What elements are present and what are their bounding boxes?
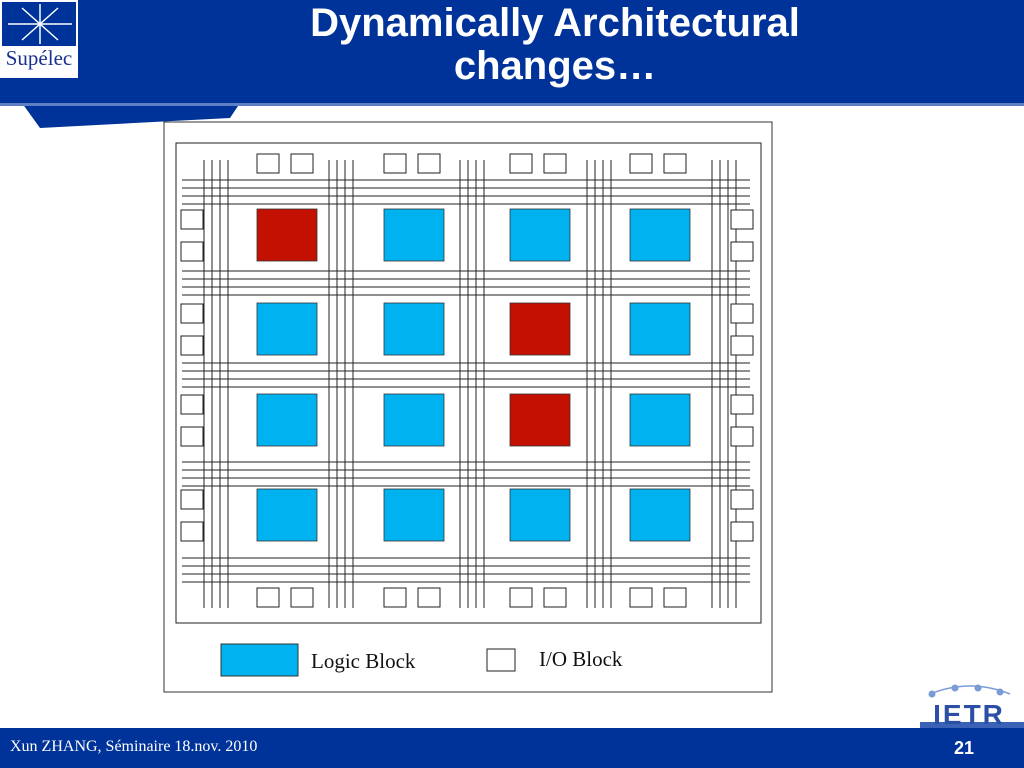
star-icon (8, 4, 72, 44)
io-block-left (180, 335, 204, 356)
logic-block (383, 302, 445, 356)
logic-block (383, 393, 445, 447)
io-block-left (180, 521, 204, 542)
io-block-left (180, 241, 204, 262)
io-block-top (256, 153, 280, 174)
supelec-logo-text: Supélec (5, 46, 73, 70)
io-block-top (383, 153, 407, 174)
routing-channels (182, 160, 750, 608)
header-band (0, 0, 1024, 128)
io-block-bottom (663, 587, 687, 608)
io-block-bottom (256, 587, 280, 608)
logic-block (383, 208, 445, 262)
io-block-bottom (629, 587, 653, 608)
ietr-logo-text: IETR (933, 699, 1005, 730)
io-block-bottom (290, 587, 314, 608)
legend-logic-swatch (220, 643, 299, 677)
io-block-left (180, 209, 204, 230)
legend-io-label: I/O Block (539, 647, 623, 671)
io-block-left (180, 426, 204, 447)
io-block-right (730, 394, 754, 415)
ietr-dots-icon (928, 684, 1011, 698)
header-shadow (0, 103, 1024, 106)
footer-author-date: Xun ZHANG, Séminaire 18.nov. 2010 (10, 738, 258, 755)
logic-block (629, 393, 691, 447)
logic-block (509, 488, 571, 542)
io-block-top (543, 153, 567, 174)
io-block-left (180, 394, 204, 415)
io-block-bottom (509, 587, 533, 608)
logic-block (629, 488, 691, 542)
io-block-right (730, 209, 754, 230)
page-number: 21 (953, 738, 975, 758)
io-block-top (629, 153, 653, 174)
logic-block (629, 302, 691, 356)
footer-accent (920, 722, 1024, 728)
io-blocks (180, 153, 754, 608)
logic-block (629, 208, 691, 262)
changed-logic-block (256, 208, 318, 262)
logic-block (256, 302, 318, 356)
io-block-right (730, 241, 754, 262)
changed-logic-block (509, 302, 571, 356)
io-block-bottom (417, 587, 441, 608)
io-block-bottom (543, 587, 567, 608)
io-block-right (730, 521, 754, 542)
io-block-left (180, 489, 204, 510)
legend-logic-label: Logic Block (311, 649, 416, 673)
io-block-top (417, 153, 441, 174)
fpga-fabric-border (175, 142, 762, 624)
io-block-bottom (383, 587, 407, 608)
logic-block (509, 208, 571, 262)
logic-block (383, 488, 445, 542)
io-block-right (730, 303, 754, 324)
logic-blocks (256, 208, 691, 542)
io-block-right (730, 335, 754, 356)
io-block-right (730, 489, 754, 510)
logic-block (256, 488, 318, 542)
slide-title: Dynamically Architectural changes… (160, 0, 950, 100)
footer-band (0, 728, 1024, 768)
io-block-top (663, 153, 687, 174)
changed-logic-block (509, 393, 571, 447)
title-line-2: changes… (453, 44, 657, 88)
io-block-top (290, 153, 314, 174)
legend-io-swatch (486, 648, 516, 672)
io-block-right (730, 426, 754, 447)
logic-block (256, 393, 318, 447)
title-line-1: Dynamically Architectural (310, 1, 800, 45)
io-block-top (509, 153, 533, 174)
io-block-left (180, 303, 204, 324)
